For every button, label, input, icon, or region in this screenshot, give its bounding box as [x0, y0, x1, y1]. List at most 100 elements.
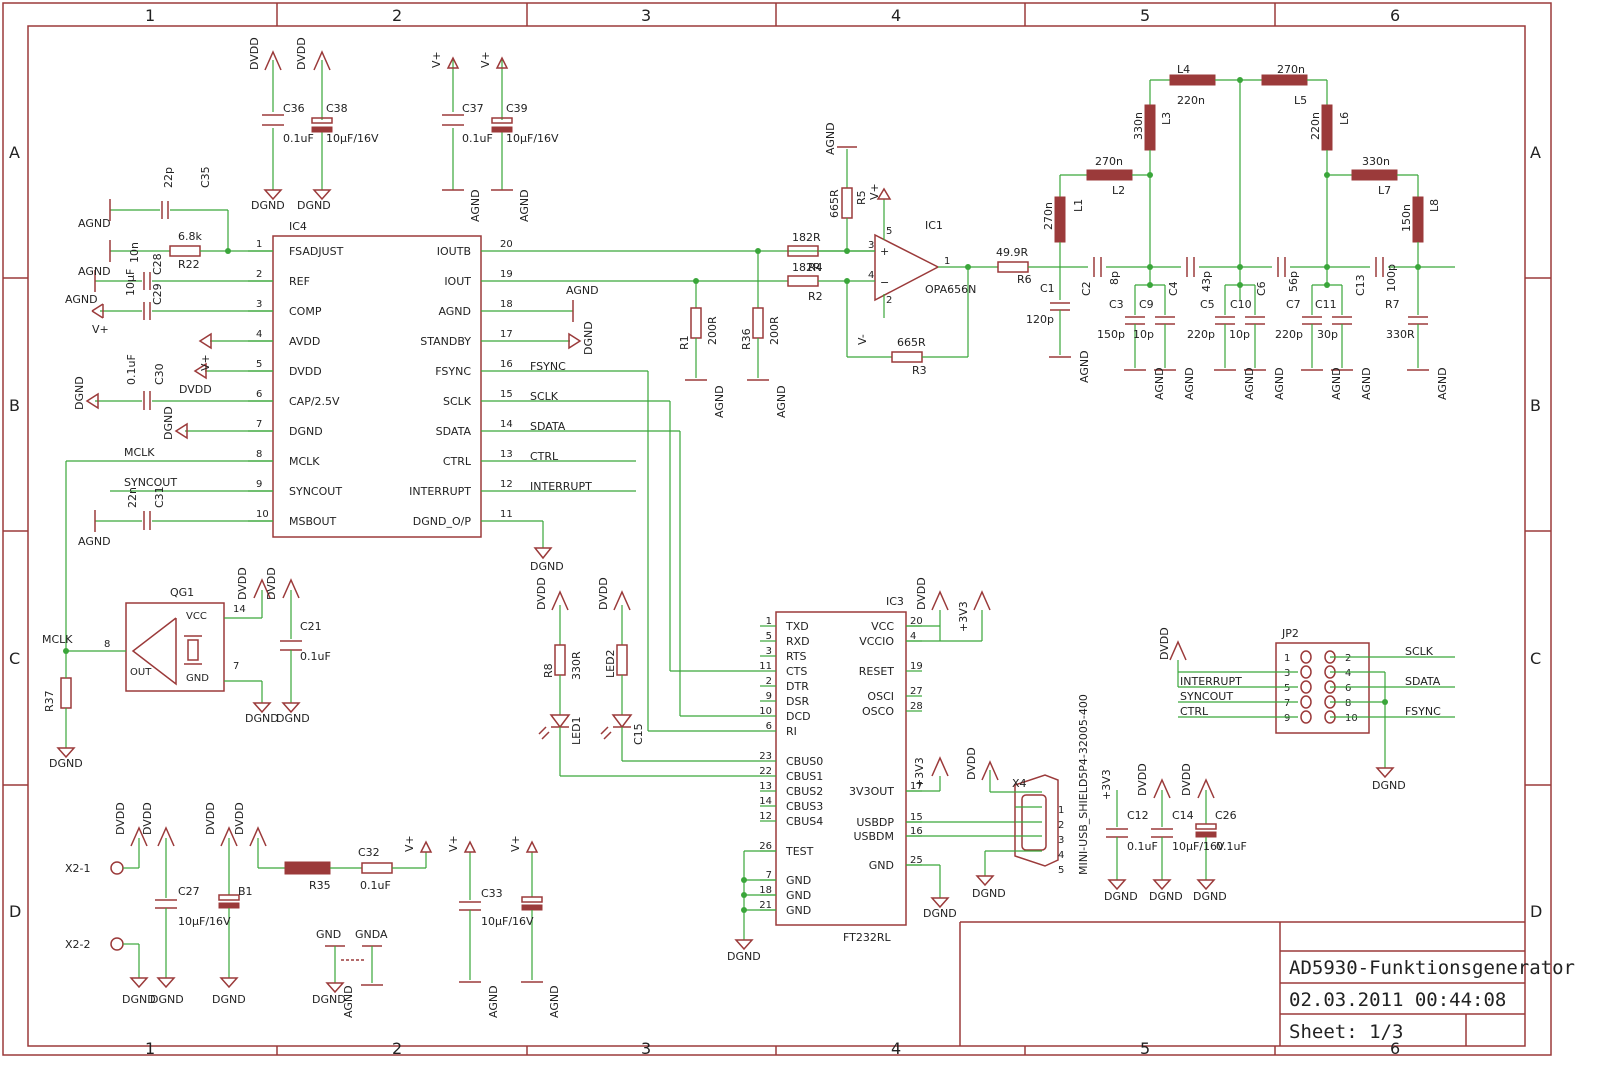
c7-label: C7: [1286, 298, 1301, 311]
dgnd-label-q2: DGND: [276, 712, 310, 725]
x4-circuit: DVDD DGND +3V3: [965, 747, 1113, 900]
c13-value: 330R: [1386, 328, 1415, 341]
vplus-label-p2: V+: [447, 835, 460, 852]
l4-label: L4: [1177, 63, 1190, 76]
c8-value: 10p: [1133, 328, 1154, 341]
agnd-label-6: AGND: [469, 189, 482, 222]
ic3-pin-label: RXD: [786, 635, 810, 648]
ic4-pin-number: 16: [500, 359, 513, 370]
c11-label: C13: [1354, 274, 1367, 296]
ic4-pin-label: AGND: [438, 305, 471, 318]
frame-col-label-bottom: 2: [392, 1039, 402, 1058]
c4-label: C4: [1167, 281, 1180, 296]
jp2-pin-number: 3: [1284, 668, 1290, 679]
dgnd-label-u2: DGND: [1149, 890, 1183, 903]
ic4-pin-number: 11: [500, 509, 513, 520]
ic3-pin-label: CBUS1: [786, 770, 823, 783]
dgnd-label-x1: DGND: [972, 887, 1006, 900]
ic3-pin-number: 12: [759, 811, 772, 822]
ic4-pin-label: FSADJUST: [289, 245, 344, 258]
power-input-circuit: [110, 826, 543, 994]
l1-label: L1: [1072, 199, 1085, 212]
ic1[interactable]: + − IC1 OPA656N 3 4 1 5 2: [868, 219, 976, 306]
led-circuit: [538, 590, 760, 777]
dgnd-label-1: DGND: [73, 376, 86, 410]
jp2-pin: [1300, 710, 1312, 724]
frame-col-label-top: 1: [145, 6, 155, 25]
c37-value: 0.1uF: [462, 132, 493, 145]
power-input-labels: X2-1 X2-2 DVDD DVDD DVDD DVDD C27 10µF/1…: [65, 802, 561, 1018]
ic4-pin-label: IOUTB: [437, 245, 471, 258]
frame-row-label-left: A: [9, 143, 20, 162]
frame-row-label-right: D: [1530, 902, 1542, 921]
ic3-pin-label: CBUS0: [786, 755, 823, 768]
c9-label: C10: [1230, 298, 1252, 311]
dgnd-label-2: DGND: [162, 406, 175, 440]
ic3-pin-label: RI: [786, 725, 797, 738]
ic1-minus: −: [880, 276, 889, 289]
ic1-part: OPA656N: [925, 283, 976, 296]
c32-label: C33: [481, 887, 503, 900]
dgnd-label-4: DGND: [530, 560, 564, 573]
agnd-label-p3: AGND: [342, 985, 355, 1018]
ic3-pin-label: GND: [786, 889, 811, 902]
dvdd-label-q2: DVDD: [265, 567, 278, 600]
dvdd-label-p2: DVDD: [141, 802, 154, 835]
l6-label: L6: [1338, 112, 1351, 125]
ic3-pin-number: 22: [759, 766, 772, 777]
c30-value: 0.1uF: [125, 354, 138, 385]
c2-value: 8p: [1108, 271, 1121, 285]
ic3[interactable]: IC3 FT232RL: [775, 595, 907, 944]
jp2-pin-number: 7: [1284, 698, 1290, 709]
ic3-pin-label: CBUS4: [786, 815, 823, 828]
jp2-pin: [1300, 680, 1312, 694]
qg1-gnd: GND: [186, 673, 209, 684]
c27-label: B1: [238, 885, 253, 898]
agnd-f4: AGND: [1243, 367, 1256, 400]
r36-value: 200R: [768, 316, 781, 345]
ic3-pin-number: 18: [759, 885, 772, 896]
ic4-left-labels: 22p C35 6.8k R22 10n C28 10µF C29 0.1uF …: [65, 166, 212, 548]
ic1-vp: V+: [868, 183, 881, 200]
x4-pin5: 5: [1058, 865, 1064, 876]
x4-part: MINI-USB_SHIELD5P4-32005-400: [1077, 694, 1090, 875]
lc-filter-labels: 270n L1 270n L2 330n L3 L4 220n 270n L5 …: [1026, 63, 1449, 400]
qg1[interactable]: QG1 VCC OUT GND 14 8 7: [104, 586, 246, 692]
r3-label: R3: [912, 364, 927, 377]
dvdd-label-2: DVDD: [248, 37, 261, 70]
led2-label: LED1: [570, 716, 583, 745]
ic3-pin-number: 14: [759, 796, 772, 807]
agnd-label-2: AGND: [78, 265, 111, 278]
qg1-out: OUT: [130, 667, 152, 678]
ic4-pin-number: 4: [256, 329, 262, 340]
jp2-header[interactable]: JP2: [1275, 627, 1370, 734]
ic1-plus: +: [880, 245, 889, 258]
ic4-right-labels: AGND DGND DGND FSYNC SCLK SDATA CTRL INT…: [530, 284, 599, 573]
frame-col-label-bottom: 3: [641, 1039, 651, 1058]
agnd-f1: AGND: [1078, 350, 1091, 383]
agnd-f8: AGND: [1436, 367, 1449, 400]
frame-row-label-left: B: [9, 396, 20, 415]
syncout-net-label: SYNCOUT: [124, 476, 177, 489]
c31-value: 22n: [126, 487, 139, 508]
ic4-pin-label: INTERRUPT: [409, 485, 471, 498]
c5-value: 220p: [1187, 328, 1215, 341]
qg1-labels: DVDD DVDD C21 0.1uF DGND DGND MCLK R37 D…: [42, 567, 331, 770]
net-fsync: FSYNC: [530, 360, 566, 373]
frame-row-label-right: A: [1530, 143, 1541, 162]
c3-label: C3: [1109, 298, 1124, 311]
ic4[interactable]: IC4: [272, 220, 482, 538]
agnd-f3: AGND: [1183, 367, 1196, 400]
ic3-pin-number: 10: [759, 706, 772, 717]
frame-col-label-top: 5: [1140, 6, 1150, 25]
top-decoupling-labels: DVDD DVDD C36 0.1uF C38 10µF/16V DGND DG…: [248, 37, 559, 222]
c21-label: C21: [300, 620, 322, 633]
jp2-pin-number: 9: [1284, 713, 1290, 724]
x4-usb[interactable]: X4 MINI-USB_SHIELD5P4-32005-400 1 2 3 4 …: [990, 694, 1090, 876]
dvdd-label-j1: DVDD: [1158, 627, 1171, 660]
title-block-title: AD5930-Funktionsgenerator: [1289, 957, 1575, 979]
agnd-f2: AGND: [1153, 367, 1166, 400]
ic3-pin-label: USBDM: [853, 830, 894, 843]
frame-col-label-top: 2: [392, 6, 402, 25]
